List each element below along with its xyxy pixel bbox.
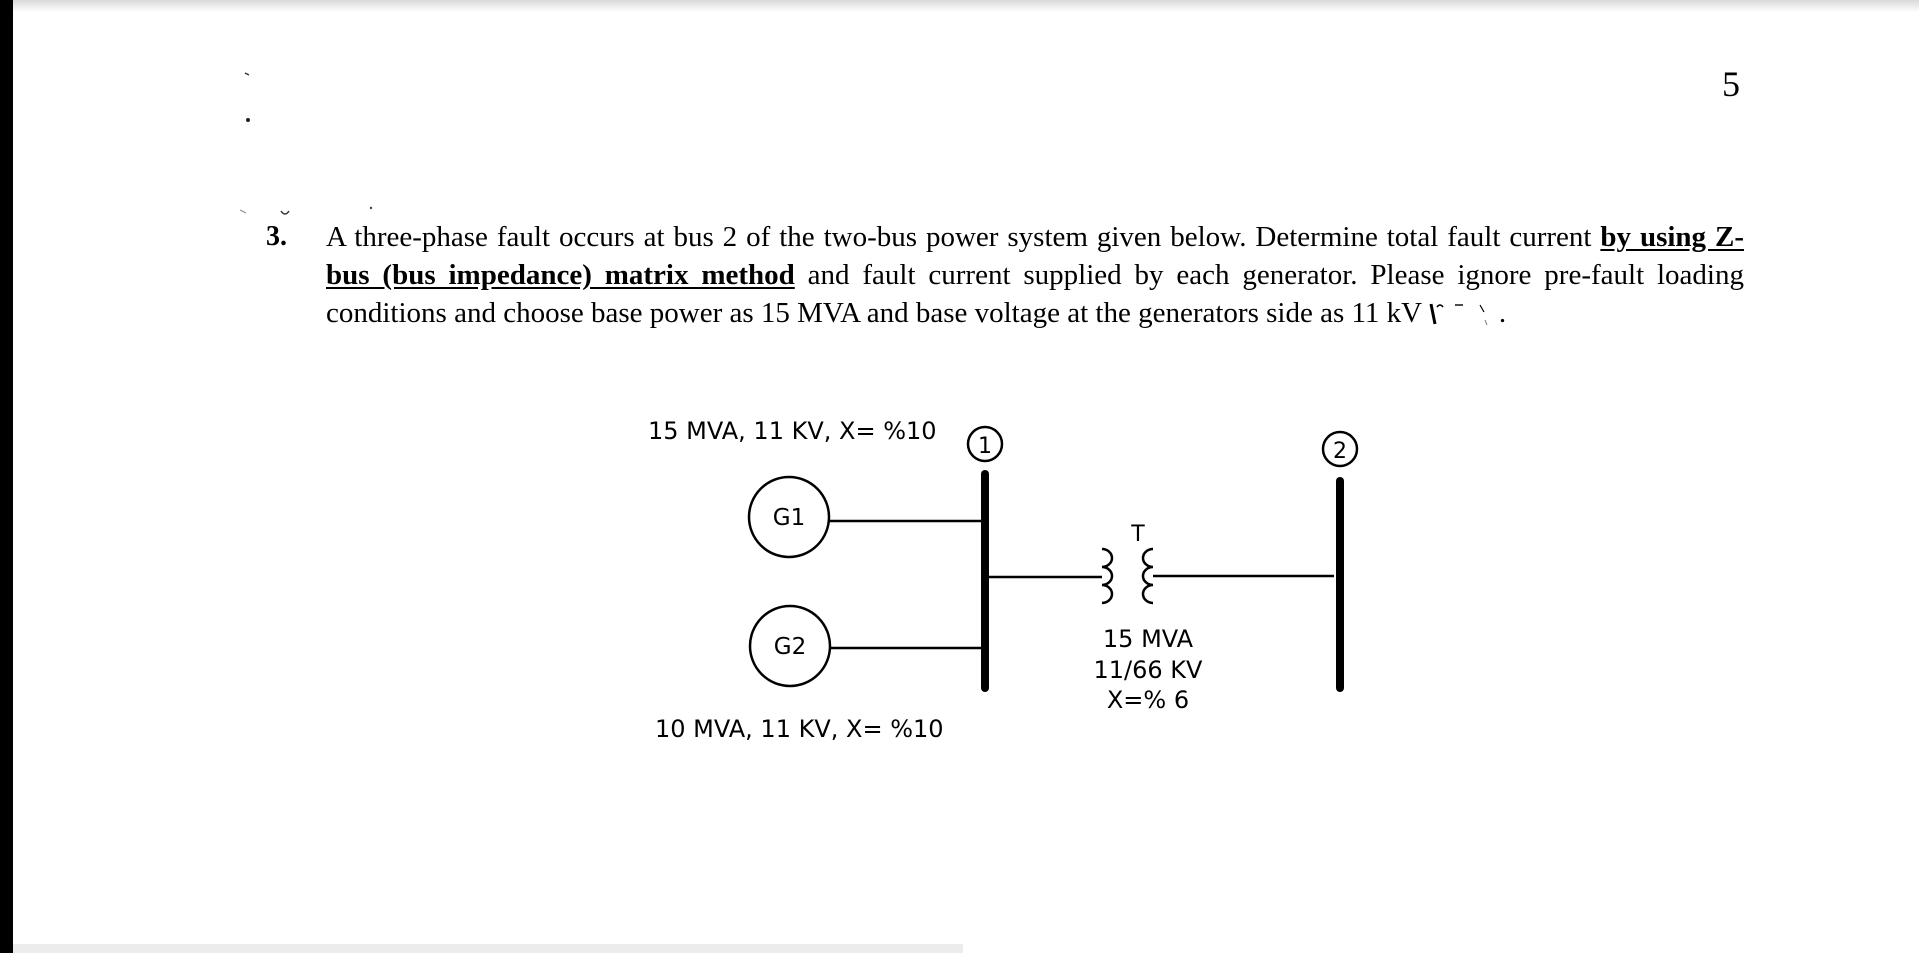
bus1-marker	[966, 425, 1004, 463]
power-system-diagram: 15 MVA, 11 KV, X= %10 G1 G2 10 MVA, 11 K…	[648, 417, 1359, 743]
transformer-rating-x: X=% 6	[1107, 686, 1189, 714]
g1-generator-symbol	[747, 475, 831, 559]
transformer-secondary-coil	[1141, 547, 1154, 605]
g2-rating: 10 MVA, 11 KV, X= %10	[655, 715, 944, 743]
bottom-scroll-strip	[13, 944, 963, 953]
question-text-intro: A three-phase fault occurs at bus 2 of t…	[326, 221, 1601, 253]
question-text: A three-phase fault occurs at bus 2 of t…	[326, 218, 1744, 332]
transformer-rating-kv: 11/66 KV	[1094, 656, 1204, 684]
question-number: 3.	[266, 221, 287, 252]
window-top-shadow	[0, 0, 1919, 12]
page-number: 5	[1722, 64, 1740, 104]
bus1-label: 1	[978, 434, 992, 459]
transformer-primary-coil	[1101, 547, 1114, 605]
scan-specks	[239, 72, 373, 215]
one-line-diagram: 15 MVA, 11 KV, X= %10 G1 G2 10 MVA, 11 K…	[640, 410, 1400, 760]
g2-label: G2	[774, 634, 806, 660]
bus2-label: 2	[1333, 439, 1347, 464]
left-border	[0, 0, 13, 953]
g1-rating: 15 MVA, 11 KV, X= %10	[648, 417, 937, 445]
question-text-rest: and fault current supplied by each gener…	[326, 259, 1744, 329]
g1-label: G1	[773, 505, 805, 531]
bus2-marker	[1321, 430, 1359, 468]
obscured-text-smudge	[1429, 303, 1488, 326]
transformer-rating-mva: 15 MVA	[1103, 625, 1194, 653]
g2-generator-symbol	[748, 604, 832, 688]
transformer-label: T	[1130, 522, 1145, 547]
question-emphasis: by using Z-bus (bus impedance) matrix me…	[326, 221, 1744, 291]
question-period: .	[1498, 297, 1507, 329]
